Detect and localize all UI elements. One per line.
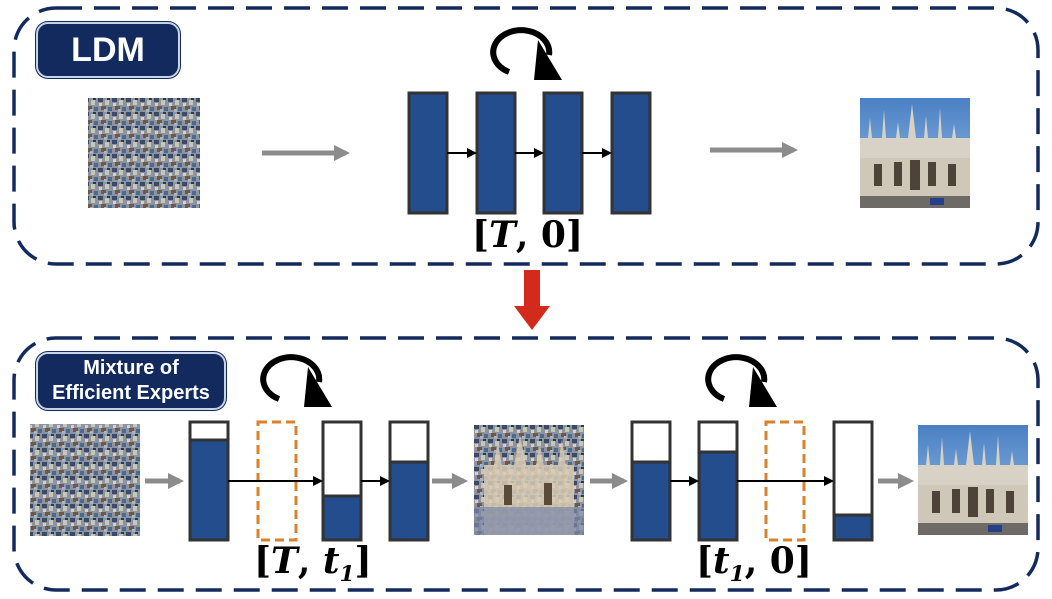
range-sep: , xyxy=(297,540,323,582)
range-end: t xyxy=(322,540,340,582)
range-start: T xyxy=(271,540,298,582)
expert-group-1 xyxy=(188,420,430,542)
bracket-close: ] xyxy=(565,214,584,256)
ldm-title: LDM xyxy=(36,22,180,78)
unet-block xyxy=(542,91,584,215)
expert-block-fill xyxy=(832,513,874,542)
bracket-open: [ xyxy=(472,214,490,256)
range-start: t xyxy=(713,540,730,582)
down-arrow-icon xyxy=(514,270,550,330)
expert-block-fill xyxy=(188,438,230,542)
bracket-close: ] xyxy=(794,540,812,582)
expert-block-fill xyxy=(630,460,672,542)
cathedral-image xyxy=(860,98,970,208)
ldm-title-text: LDM xyxy=(71,30,145,69)
noise-image xyxy=(30,424,140,536)
range-start: T xyxy=(489,214,516,256)
range-sep: , xyxy=(744,540,770,582)
cathedral-image xyxy=(918,425,1028,535)
bracket-open: [ xyxy=(254,540,272,582)
moe-title-line2: Efficient Experts xyxy=(52,382,210,404)
moe-title-line1: Mixture of xyxy=(83,357,179,379)
loop-arrow-icon xyxy=(705,354,777,407)
unet-block xyxy=(610,91,652,215)
ldm-blocks xyxy=(407,91,652,215)
expert-block-fill xyxy=(697,450,739,542)
ldm-panel-border xyxy=(12,6,1040,266)
bracket-open: [ xyxy=(696,540,714,582)
expert-block-fill xyxy=(321,494,363,542)
moe-range-label-2: [t1, 0] xyxy=(696,540,812,587)
moe-range-label-1: [T, t1] xyxy=(254,540,372,587)
bracket-close: ] xyxy=(354,540,372,582)
moe-title: Mixture of Efficient Experts xyxy=(36,352,226,410)
unet-block xyxy=(475,91,517,215)
range-sep: , xyxy=(515,214,541,256)
moe-panel-border xyxy=(12,336,1040,592)
range-end-subscript: 1 xyxy=(339,562,355,588)
intermediate-image xyxy=(474,425,584,535)
expert-block-fill xyxy=(388,460,430,542)
loop-arrow-icon xyxy=(490,27,562,80)
range-start-subscript: 1 xyxy=(729,562,745,588)
ldm-range-label: [T, 0] xyxy=(472,214,583,256)
unet-block xyxy=(407,91,449,215)
expert-group-2 xyxy=(630,420,874,542)
loop-arrow-icon xyxy=(260,354,332,407)
range-end: 0 xyxy=(540,214,566,256)
range-end: 0 xyxy=(769,540,795,582)
noise-image xyxy=(88,98,200,208)
